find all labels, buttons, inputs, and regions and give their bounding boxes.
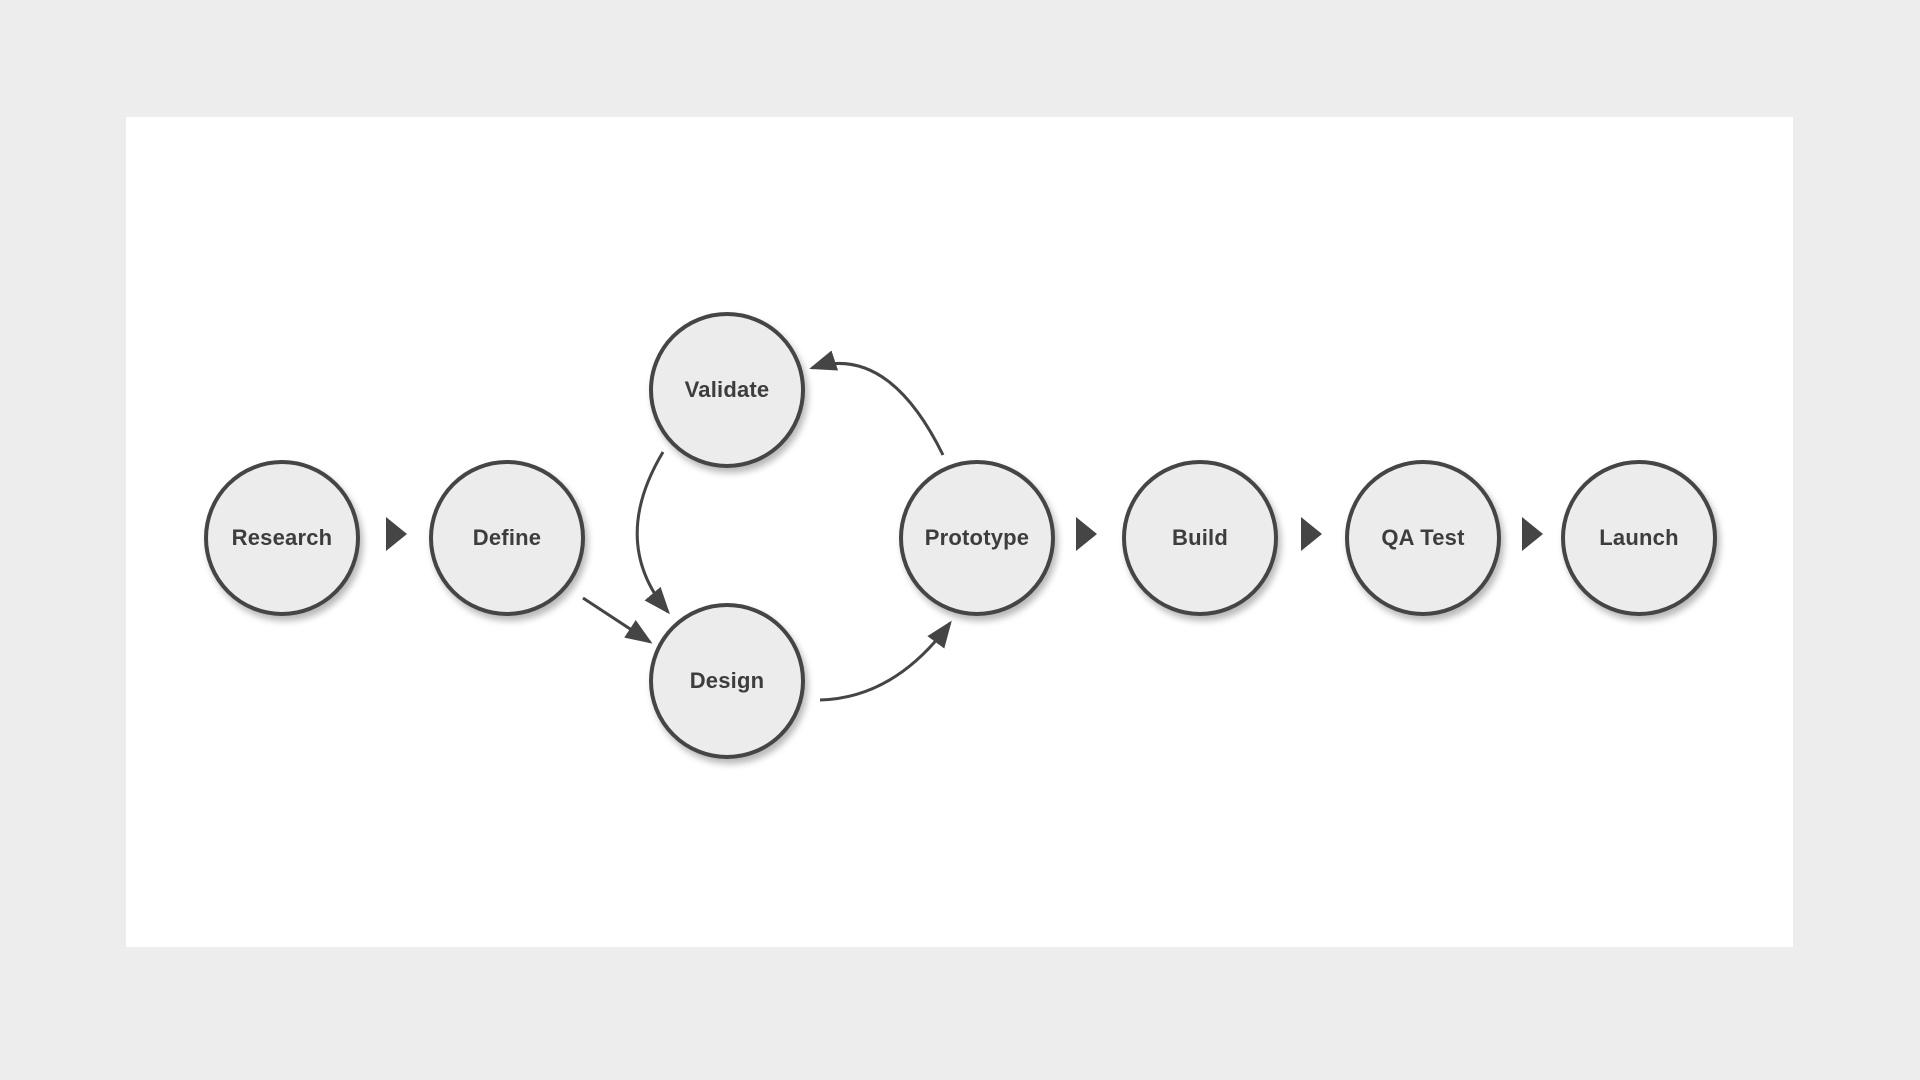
edge-define-design [582,596,653,644]
node-label: Validate [684,377,770,402]
node-validate[interactable]: Validate [649,312,805,468]
edge-prototype-validate [809,350,945,456]
node-research[interactable]: Research [204,460,360,616]
node-qa-test[interactable]: QA Test [1345,460,1501,616]
node-label: Build [1172,525,1228,550]
diagram-canvas: Research Define Validate Design Prototyp… [126,117,1793,947]
flow-arrow-icon [1301,517,1322,551]
node-label: Research [231,525,333,550]
node-label: Define [472,525,542,550]
node-label: Design [689,668,765,693]
flow-arrow-icon [1522,517,1543,551]
flow-arrow-icon [1076,517,1097,551]
edges-layer [386,350,1543,702]
node-launch[interactable]: Launch [1561,460,1717,616]
edge-validate-design [635,451,670,615]
flow-arrow-icon [386,517,407,551]
node-label: Prototype [924,525,1030,550]
node-prototype[interactable]: Prototype [899,460,1055,616]
node-design[interactable]: Design [649,603,805,759]
edge-design-prototype [819,620,952,702]
node-label: Launch [1599,525,1679,550]
node-label: QA Test [1381,525,1465,550]
node-define[interactable]: Define [429,460,585,616]
node-build[interactable]: Build [1122,460,1278,616]
